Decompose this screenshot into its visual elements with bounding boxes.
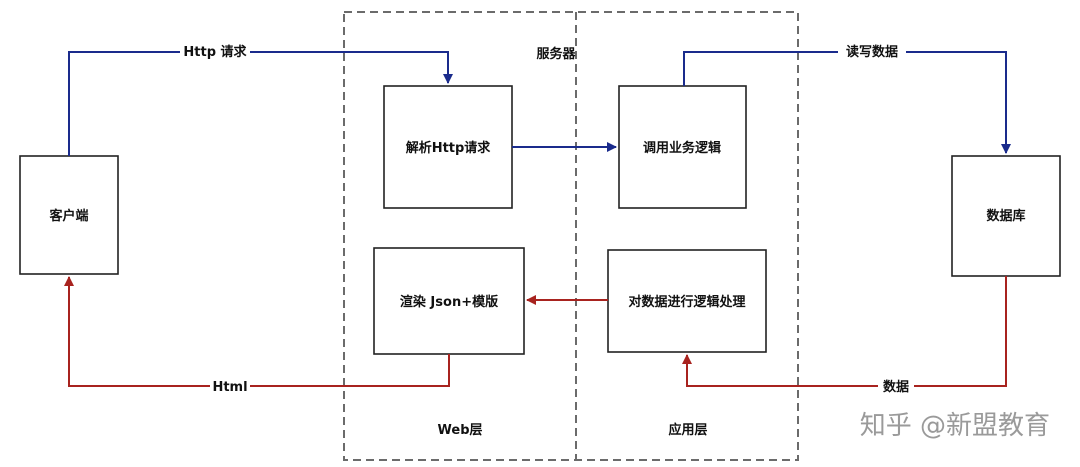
watermark: 知乎 @新盟教育 [860, 411, 1050, 441]
render-node: 渲染 Json+模版 [373, 247, 525, 355]
process-node: 对数据进行逻辑处理 [607, 249, 767, 353]
invoke-label: 调用业务逻辑 [643, 140, 721, 156]
read-write-label-bg [838, 42, 906, 60]
http-request-label-bg [180, 42, 250, 60]
data-label-bg [878, 376, 914, 394]
database-label: 数据库 [986, 208, 1025, 224]
data-edge [682, 276, 1007, 387]
client-node: 客户端 [19, 155, 119, 275]
server-label: 服务器 [536, 46, 576, 62]
database-node: 数据库 [951, 155, 1061, 277]
client-label: 客户端 [49, 208, 88, 224]
app-layer-label: 应用层 [668, 422, 707, 438]
html-label-bg [210, 376, 250, 394]
read-write-label: 读写数据 [846, 44, 898, 60]
html-edge [64, 276, 450, 387]
parse-label: 解析Http请求 [405, 140, 492, 156]
data-label: 数据 [883, 379, 909, 395]
render-label: 渲染 Json+模版 [400, 294, 498, 310]
http-request-label: Http 请求 [183, 44, 247, 60]
html-label: Html [212, 380, 247, 395]
parse-node: 解析Http请求 [383, 85, 513, 209]
process-label: 对数据进行逻辑处理 [628, 294, 745, 310]
web-layer-label: Web层 [438, 423, 483, 438]
server-region [343, 11, 799, 461]
invoke-node: 调用业务逻辑 [618, 85, 747, 209]
http-request-edge [68, 51, 453, 156]
